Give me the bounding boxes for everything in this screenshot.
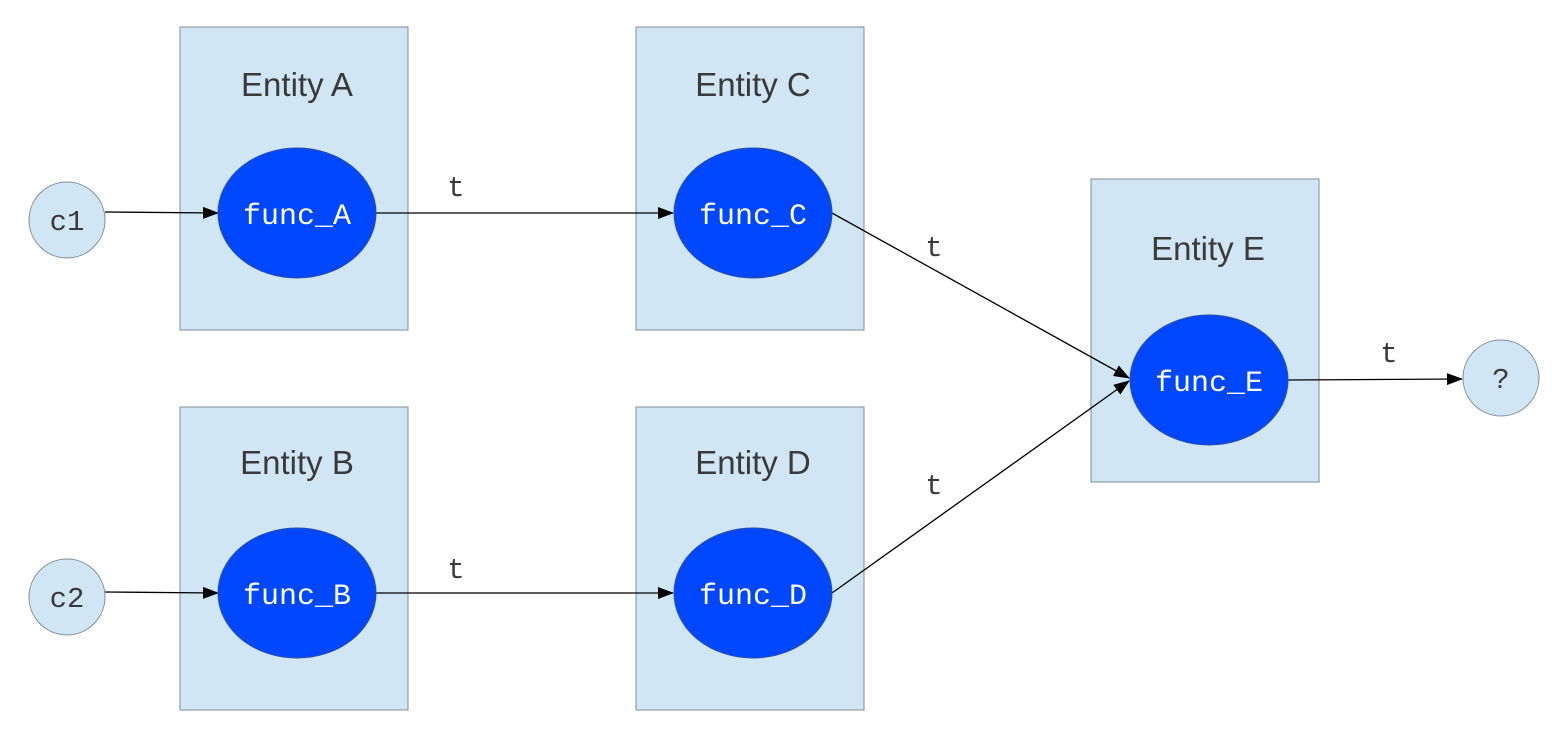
input-node-c1-label: c1 <box>50 206 85 239</box>
entity-a-title: Entity A <box>241 66 353 103</box>
entity-d-title: Entity D <box>695 444 811 481</box>
func-a-node: func_A <box>217 147 377 279</box>
edge-label-a-to-c: t <box>447 172 464 205</box>
func-b-ellipse <box>217 527 377 659</box>
func-b-label: func_B <box>243 580 351 614</box>
entity-a: Entity A <box>179 26 409 331</box>
edge-c2-to-func-b <box>104 586 219 599</box>
entity-c-title: Entity C <box>695 66 811 103</box>
edge-label-d-to-e: t <box>925 470 942 503</box>
func-e-ellipse <box>1129 314 1289 446</box>
edge-func-c-to-func-e <box>831 212 1130 379</box>
func-d-node: func_D <box>673 527 833 659</box>
edge-func-d-to-func-e <box>831 380 1130 594</box>
func-b-node: func_B <box>217 527 377 659</box>
input-node-c2-circle <box>28 558 106 636</box>
func-e-label: func_E <box>1155 367 1263 401</box>
output-node: ? <box>1462 339 1540 417</box>
func-c-node: func_C <box>673 147 833 279</box>
func-c-ellipse <box>673 147 833 279</box>
output-node-label: ? <box>1492 364 1509 397</box>
edge-label-e-to-output: t <box>1380 338 1397 371</box>
edge-label-b-to-d: t <box>447 554 464 587</box>
func-c-label: func_C <box>699 200 807 234</box>
entity-b-title: Entity B <box>240 444 354 481</box>
input-node-c1-circle <box>28 181 106 259</box>
input-node-c2-label: c2 <box>50 583 85 616</box>
edge-label-c-to-e: t <box>925 232 942 265</box>
edge-c1-to-func-a <box>104 206 219 219</box>
input-node-c1: c1 <box>28 181 106 259</box>
edge-func-e-to-output <box>1287 373 1463 386</box>
func-e-node: func_E <box>1129 314 1289 446</box>
func-d-label: func_D <box>699 580 807 614</box>
output-node-circle <box>1462 339 1540 417</box>
func-d-ellipse <box>673 527 833 659</box>
func-a-label: func_A <box>243 200 351 234</box>
entity-e-title: Entity E <box>1151 230 1265 267</box>
input-node-c2: c2 <box>28 558 106 636</box>
func-a-ellipse <box>217 147 377 279</box>
